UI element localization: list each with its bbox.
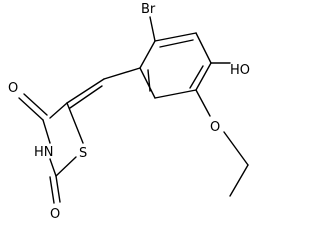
atom-s: S (79, 146, 87, 161)
bond-c5-c4 (49, 102, 68, 119)
benzene-ring (139, 32, 212, 99)
bond-c6-c1 (139, 67, 156, 99)
bond-c4-n (42, 119, 51, 144)
atom-o-lower: O (50, 207, 60, 222)
bond-c3-c4 (195, 32, 212, 64)
bond-c6-c1-inner (147, 69, 151, 92)
bond-c2-br (149, 16, 156, 42)
atom-ether-o: O (210, 120, 220, 135)
bond-c4-o-double (23, 93, 48, 116)
atom-o-upper: O (8, 81, 18, 96)
bond-ch-c5ring-double (69, 85, 103, 109)
bond-o-ch2 (223, 131, 249, 166)
bond-c1-c2 (139, 40, 156, 69)
bond-c5-o (195, 89, 211, 117)
bond-c2-o-double (49, 176, 55, 204)
atom-br: Br (141, 2, 156, 17)
bond-c4-o (18, 97, 44, 121)
bond-c1-ch (103, 67, 141, 80)
bond-c4-c5-inner (189, 65, 204, 89)
bond-ch2-ch3 (229, 164, 249, 197)
atom-oh: HO (230, 63, 250, 78)
bond-c2-c3-inner (159, 39, 194, 48)
bond-c2-c3 (154, 32, 197, 42)
bond-c2-o (55, 175, 61, 203)
bond-n-c2 (49, 158, 57, 177)
atom-nh: HN (34, 145, 54, 160)
bond-c5-c6 (154, 89, 197, 99)
bond-c2-s (55, 156, 77, 177)
bond-c4-c5 (195, 62, 212, 91)
chemical-structure: Br HO O HN S O O (8, 2, 250, 222)
thiazolidinedione-ring (18, 93, 84, 204)
bond-c5-s (66, 102, 84, 144)
bond-ch-c5ring (66, 78, 105, 104)
